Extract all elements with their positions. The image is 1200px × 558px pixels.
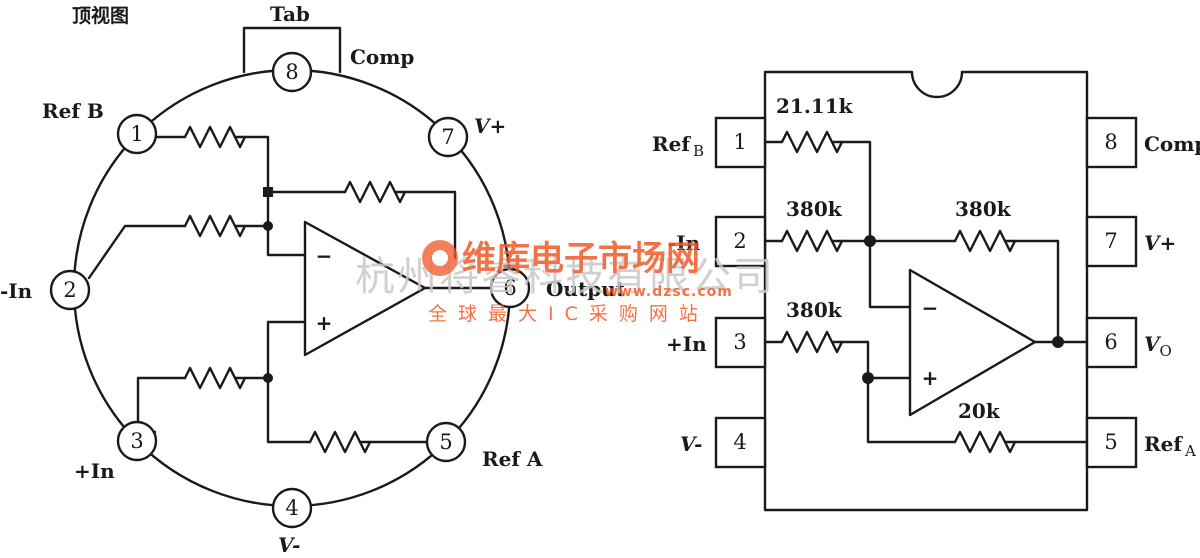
pin-number: 6	[503, 276, 516, 300]
pin-number: 5	[439, 430, 452, 454]
resistor-label-r5: 20k	[958, 399, 1001, 423]
resistor-l5	[308, 430, 372, 454]
v-plus-label-right: V+	[1144, 231, 1176, 255]
resistor-label-r2: 380k	[786, 197, 843, 221]
pin-1-left	[116, 113, 158, 155]
resistor-l2	[183, 214, 247, 238]
wire-r3-noninv	[830, 340, 912, 380]
resistor-r-fb	[953, 229, 1017, 253]
comp-label-right: Comp	[1144, 132, 1200, 156]
resistor-l3	[183, 366, 247, 390]
op-amp-right	[908, 268, 1037, 417]
wire-r1-node	[233, 135, 270, 194]
pin-number: 3	[733, 330, 746, 354]
resistor-label-r1: 21.11k	[776, 94, 854, 118]
pin-7-right	[1085, 215, 1138, 268]
watermark-slogan: 全球最大IC采购网站	[428, 303, 709, 325]
wire-fb-out-right	[1003, 239, 1060, 344]
plus-in-label-left: +In	[74, 459, 115, 483]
watermark-logo-text: 维库电子市场网	[462, 239, 700, 279]
op-plus-sign-left: +	[316, 311, 333, 335]
junction-dot	[263, 221, 273, 231]
plus-in-label-right: +In	[666, 332, 707, 356]
pin-number: 8	[1104, 130, 1117, 154]
resistor-l1	[183, 125, 247, 149]
op-minus-sign-right: −	[922, 296, 939, 320]
resistor-l-fb	[343, 180, 407, 204]
vo-label-right: VO	[1144, 332, 1172, 360]
junction-dot	[862, 372, 874, 384]
pin-number: 2	[63, 278, 76, 302]
v-minus-label-left: V-	[278, 533, 300, 557]
resistor-label-r-fb: 380k	[955, 197, 1012, 221]
ref-b-label-left: Ref B	[42, 99, 104, 123]
resistor-r2	[780, 229, 844, 253]
pin-number: 1	[130, 122, 143, 146]
pin-number: 5	[1104, 430, 1117, 454]
pin-2-left	[49, 269, 91, 311]
pin-number: 4	[733, 430, 746, 454]
comp-label-left: Comp	[350, 45, 414, 69]
wire-r1-inv	[830, 140, 912, 309]
watermark: 杭州将睿科技有限公司 维库电子市场网 www.dzsc.com 全球最大IC采购…	[355, 239, 773, 325]
wire-noninv-ref	[866, 376, 957, 444]
v-plus-label-left: V+	[474, 114, 506, 138]
pin-number: 7	[441, 125, 454, 149]
junction-dot	[263, 373, 273, 383]
junction-dot	[864, 235, 876, 247]
pin-number: 8	[285, 60, 298, 84]
tab-label: Tab	[270, 2, 310, 26]
dip-package: 1 2 3 4 8 7 6 5 − +	[652, 70, 1200, 512]
op-plus-sign-right: +	[922, 366, 939, 390]
pin-6-left	[489, 267, 531, 309]
minus-in-label-right: -In	[668, 231, 701, 255]
pin-number: 1	[733, 130, 746, 154]
v-minus-label-right: V-	[680, 432, 702, 456]
resistor-r1	[780, 130, 844, 154]
op-minus-sign-left: −	[316, 244, 333, 268]
wire-r3-node	[233, 376, 312, 444]
junction-dot	[1052, 336, 1064, 348]
watermark-url: www.dzsc.com	[605, 284, 733, 300]
pin-5-left	[425, 421, 467, 463]
pin-5-right	[1085, 416, 1138, 469]
top-view-label: 顶视图	[72, 4, 129, 27]
wire-noninv-input	[266, 320, 307, 380]
wire-fb-out	[393, 190, 457, 260]
ref-a-label-left: Ref A	[482, 447, 543, 471]
resistor-r3	[780, 330, 844, 354]
wire-pin2	[87, 224, 187, 280]
pin-number: 6	[1104, 330, 1117, 354]
pin-number: 4	[285, 496, 298, 520]
resistor-r5	[953, 430, 1017, 454]
resistor-label-r3: 380k	[786, 298, 843, 322]
op-amp-left	[303, 220, 427, 357]
pin-8-left	[271, 51, 313, 93]
pin-number: 7	[1104, 229, 1117, 253]
pin-4-left	[271, 487, 313, 529]
pin-7-left	[427, 116, 469, 158]
minus-in-label-left: -In	[0, 279, 33, 303]
dip-body	[763, 70, 1089, 512]
tab-outline	[242, 26, 342, 74]
watermark-logo-icon	[422, 240, 458, 276]
pin-2-right	[714, 215, 767, 268]
wire-inv-input	[266, 190, 307, 257]
junction-dot	[263, 187, 273, 197]
pin-1-right	[714, 116, 767, 169]
pin-number: 2	[733, 229, 746, 253]
pin-8-right	[1085, 116, 1138, 169]
output-label-left: Output	[546, 277, 626, 301]
pin-4-right	[714, 416, 767, 469]
pin-6-right	[1085, 316, 1138, 369]
metal-can-top-view: 顶视图 Tab − + 8 1	[0, 2, 626, 557]
pin-number: 3	[130, 429, 143, 453]
pin-3-left	[116, 420, 158, 462]
